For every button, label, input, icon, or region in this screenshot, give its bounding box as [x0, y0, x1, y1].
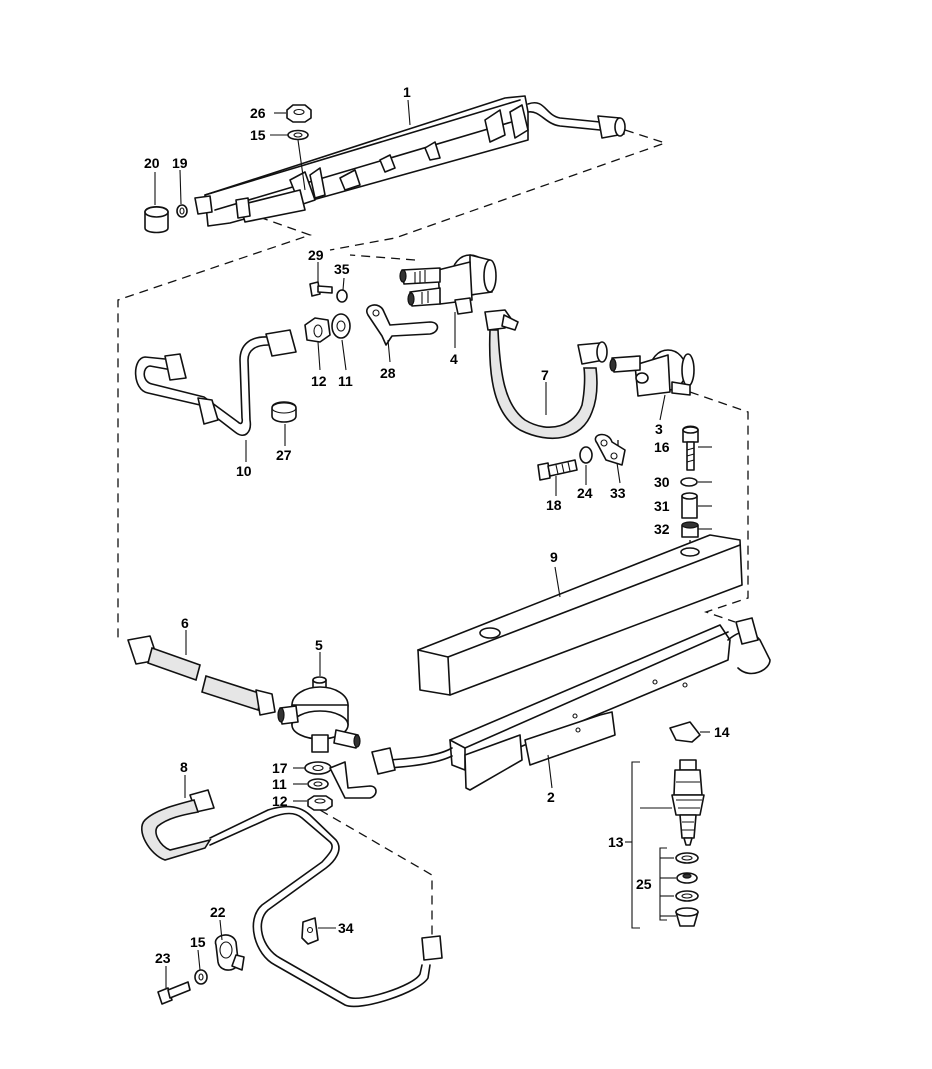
label-part-6: 6	[181, 615, 189, 631]
spacer-31	[681, 492, 698, 519]
label-part-19: 19	[172, 155, 188, 171]
label-part-16: 16	[654, 439, 670, 455]
washer-19	[176, 204, 188, 218]
label-part-26: 26	[250, 105, 266, 121]
line-to-rail	[387, 747, 453, 761]
label-part-4: 4	[450, 351, 458, 367]
label-part-31: 31	[654, 498, 670, 514]
label-part-14: 14	[714, 724, 730, 740]
label-part-7: 7	[541, 367, 549, 383]
connector-rail1-to-line6	[117, 211, 312, 640]
label-part-28: 28	[380, 365, 396, 381]
fuel-line-8	[141, 789, 443, 1008]
seal-set-25	[675, 852, 699, 927]
connection-lines	[117, 129, 749, 935]
washer-24	[579, 446, 593, 464]
washer-11-top	[331, 313, 351, 339]
label-part-10: 10	[236, 463, 252, 479]
fitting-rail2	[371, 747, 396, 775]
injector-13	[671, 759, 705, 846]
label-part-18: 18	[546, 497, 562, 513]
label-part-1: 1	[403, 84, 411, 100]
bracket-33	[594, 433, 626, 466]
fuel-rail-lower	[449, 617, 771, 791]
label-part-8: 8	[180, 759, 188, 775]
grommet-32	[681, 521, 699, 538]
washer-17	[304, 761, 332, 775]
nut-12-top	[304, 317, 331, 343]
label-part-15: 15	[250, 127, 266, 143]
label-part-12-lower: 12	[272, 793, 288, 809]
bolt-23	[157, 981, 191, 1005]
label-part-11: 11	[338, 373, 353, 389]
washer-35	[336, 289, 348, 303]
label-part-11-lower: 11	[272, 776, 287, 792]
bolt-18	[537, 459, 578, 481]
stud-line	[297, 139, 306, 191]
cap-20	[144, 205, 169, 234]
label-part-2: 2	[547, 789, 555, 805]
washer-15-top	[287, 129, 309, 141]
fuel-rail-upper	[194, 95, 626, 227]
cover-9	[417, 534, 743, 696]
hose-7	[484, 309, 608, 440]
part-labels: 1 26 15 20 19 29 35 4 12 11 28 7 3 10 27…	[144, 84, 730, 966]
washer-30	[680, 477, 698, 487]
label-part-35: 35	[334, 261, 350, 277]
washer-11-lower	[307, 778, 329, 790]
line-to-rail-2	[387, 755, 453, 769]
nut-26	[286, 104, 312, 123]
clip-14	[669, 721, 701, 743]
label-part-22: 22	[210, 904, 226, 920]
connector-rail1-to-regulator4	[329, 129, 668, 251]
hose-6	[127, 635, 276, 716]
label-part-32: 32	[654, 521, 670, 537]
label-part-27: 27	[276, 447, 292, 463]
label-part-15-lower: 15	[190, 934, 206, 950]
label-part-17: 17	[272, 760, 288, 776]
label-part-30: 30	[654, 474, 670, 490]
label-part-3: 3	[655, 421, 663, 437]
label-part-33: 33	[610, 485, 626, 501]
pressure-regulator-4	[399, 254, 497, 315]
label-part-34: 34	[338, 920, 354, 936]
label-part-23: 23	[155, 950, 171, 966]
label-part-5: 5	[315, 637, 323, 653]
label-part-12: 12	[311, 373, 327, 389]
washer-15-lower	[194, 969, 208, 985]
connector-line8	[319, 809, 433, 935]
connector-reg3-to-rail2	[689, 391, 749, 623]
clip-34	[301, 917, 319, 945]
label-part-20: 20	[144, 155, 160, 171]
clamp-22	[214, 934, 245, 971]
pressure-regulator-3	[609, 349, 695, 397]
clip-27	[271, 401, 297, 423]
bolt-29	[309, 281, 333, 297]
label-part-9: 9	[550, 549, 558, 565]
label-part-24: 24	[577, 485, 593, 501]
bracket-lower	[329, 761, 377, 799]
bolt-16	[682, 425, 699, 471]
leader-lines	[154, 99, 712, 988]
connector-reg4	[349, 254, 416, 261]
damper-5	[277, 676, 361, 753]
label-part-25: 25	[636, 876, 652, 892]
nut-12-lower	[307, 795, 333, 811]
bracket-28	[366, 304, 439, 346]
label-part-29: 29	[308, 247, 324, 263]
fuel-line-10	[134, 329, 297, 436]
label-part-13: 13	[608, 834, 624, 850]
